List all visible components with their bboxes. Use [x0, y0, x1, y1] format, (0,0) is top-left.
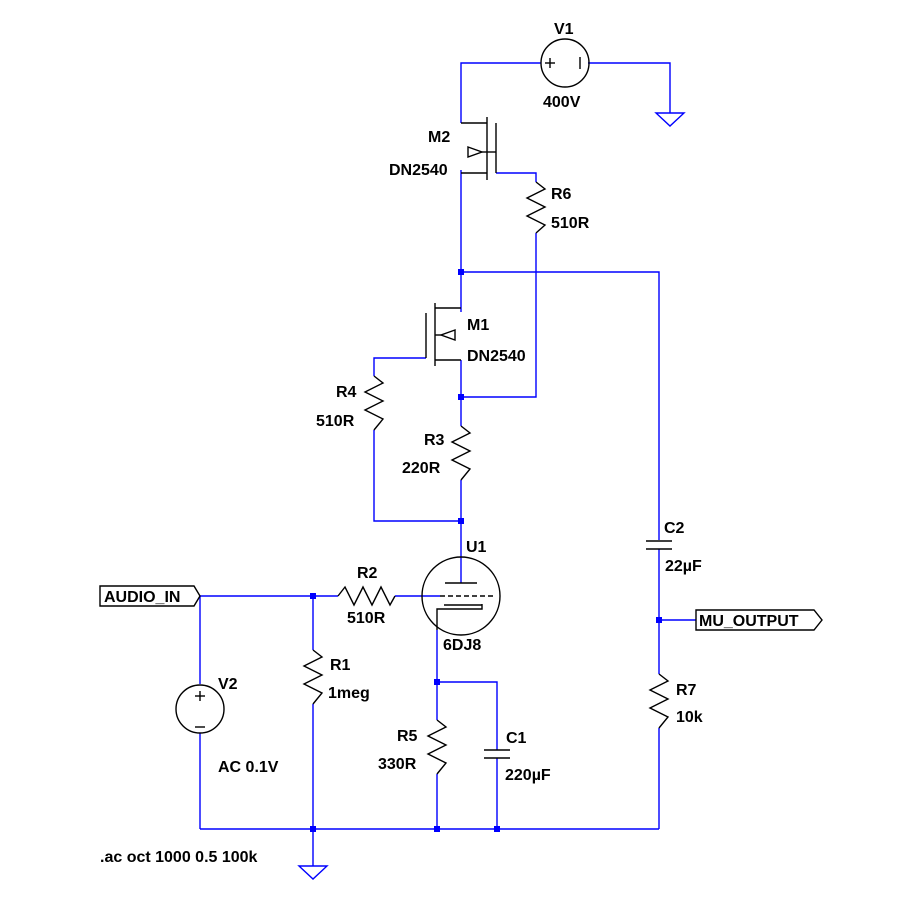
component-ref: R6 [551, 186, 572, 203]
component-ref: R5 [397, 728, 418, 745]
resistor-r6[interactable]: R6 510R [525, 181, 590, 234]
component-ref: V2 [218, 676, 238, 693]
resistor-icon [302, 649, 324, 705]
wire-m1-gate-to-r4 [373, 357, 426, 376]
input-port-flag [99, 585, 201, 607]
voltage-source-v1[interactable]: V1 400V [540, 21, 590, 111]
resistor-r2[interactable]: R2 510R [337, 565, 396, 627]
component-value: 510R [347, 610, 386, 627]
component-ref: M2 [428, 129, 450, 146]
wires [199, 62, 696, 866]
junction-dot [458, 518, 464, 524]
component-ref: R3 [424, 432, 445, 449]
junction-dot [656, 617, 662, 623]
wire-cathode-to-c1 [437, 681, 498, 750]
mosfet-m2[interactable]: M2 DN2540 [389, 117, 497, 180]
mosfet-m1[interactable]: M1 DN2540 [425, 303, 526, 366]
resistor-r5[interactable]: R5 330R [378, 719, 448, 775]
wire-r4-to-plate [373, 430, 461, 522]
triode-u1[interactable]: U1 6DJ8 [421, 539, 501, 654]
component-value: 330R [378, 756, 417, 773]
component-value: DN2540 [467, 348, 526, 365]
capacitor-c1[interactable]: C1 220µF [484, 730, 551, 784]
component-ref: R7 [676, 682, 697, 699]
component-ref: V1 [554, 21, 574, 38]
ground-icon [654, 112, 686, 127]
component-value: 220µF [505, 767, 551, 784]
port-label: MU_OUTPUT [699, 613, 799, 630]
wire-r6-to-node [461, 233, 537, 398]
resistor-r4[interactable]: R4 510R [316, 375, 385, 431]
junctions [310, 269, 662, 832]
port-label: AUDIO_IN [104, 589, 180, 606]
dc-source-icon [540, 38, 590, 88]
junction-dot [434, 679, 440, 685]
resistor-icon [525, 181, 547, 234]
junction-dot [458, 269, 464, 275]
component-value: 220R [402, 460, 441, 477]
resistor-r3[interactable]: R3 220R [402, 425, 472, 481]
junction-dot [434, 826, 440, 832]
component-ref: R2 [357, 565, 378, 582]
spice-directive[interactable]: .ac oct 1000 0.5 100k [100, 849, 258, 866]
port-mu-output[interactable]: MU_OUTPUT [695, 609, 823, 631]
junction-dot [494, 826, 500, 832]
capacitor-c2[interactable]: C2 22µF [646, 520, 702, 575]
component-value: 1meg [328, 685, 370, 702]
wire-v1-to-ground [588, 62, 671, 113]
resistor-r7[interactable]: R7 10k [648, 673, 703, 729]
voltage-source-v2[interactable]: V2 AC 0.1V [175, 676, 279, 776]
wire-node-to-c2 [461, 271, 660, 540]
ground-icon [297, 865, 329, 880]
component-value: 6DJ8 [443, 637, 481, 654]
arrow-icon [438, 329, 456, 341]
component-value: 10k [676, 709, 703, 726]
resistor-icon [426, 719, 448, 775]
arrow-icon [467, 146, 485, 158]
resistor-icon [450, 425, 472, 481]
component-value: 510R [316, 413, 355, 430]
component-value: 22µF [665, 558, 702, 575]
component-ref: R1 [330, 657, 351, 674]
component-ref: C2 [664, 520, 685, 537]
wire-m2-drain-to-v1 [460, 62, 541, 123]
resistor-r1[interactable]: R1 1meg [302, 649, 370, 705]
ac-source-icon [175, 684, 225, 734]
wire-m2-source-to-r6 [496, 172, 537, 182]
port-audio-in[interactable]: AUDIO_IN [99, 585, 201, 607]
output-port-flag [695, 609, 823, 631]
component-value: 510R [551, 215, 590, 232]
vacuum-tube-icon [421, 556, 501, 636]
component-value: AC 0.1V [218, 759, 279, 776]
junction-dot [458, 394, 464, 400]
component-ref: C1 [506, 730, 527, 747]
component-value: 400V [543, 94, 581, 111]
resistor-icon [648, 673, 670, 729]
junction-dot [310, 593, 316, 599]
junction-dot [310, 826, 316, 832]
resistor-icon [363, 375, 385, 431]
component-ref: U1 [466, 539, 487, 556]
cathode [436, 604, 483, 630]
resistor-icon [337, 585, 396, 607]
component-ref: M1 [467, 317, 489, 334]
component-value: DN2540 [389, 162, 448, 179]
component-ref: R4 [336, 384, 357, 401]
